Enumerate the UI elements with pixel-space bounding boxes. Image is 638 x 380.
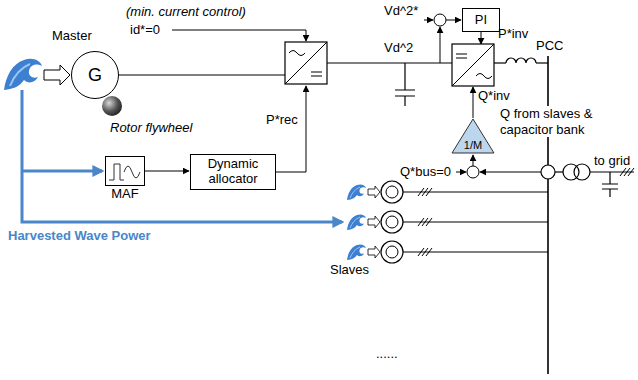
power-arrow xyxy=(368,246,380,258)
ac-mark xyxy=(476,74,492,79)
node-text: Dynamic allocator xyxy=(191,157,275,187)
unit-label: Master xyxy=(52,28,92,44)
node-text: G xyxy=(88,65,102,86)
summing-junction xyxy=(434,14,446,26)
filter-icon xyxy=(124,166,140,178)
rectifier-symbol xyxy=(285,42,327,84)
wave-icon xyxy=(347,214,366,230)
signal-label: Q*inv xyxy=(478,88,510,104)
generator-symbol xyxy=(386,216,398,228)
current-sensor xyxy=(541,165,555,179)
wire xyxy=(555,171,563,172)
filter-icon xyxy=(109,164,124,180)
node-text: PI xyxy=(475,13,487,28)
generator-symbol xyxy=(381,211,403,233)
capacitor-symbol xyxy=(395,63,415,106)
generator-circle: G xyxy=(71,51,119,99)
dc-link xyxy=(327,62,452,63)
transformer-symbol xyxy=(574,164,590,180)
gain-triangle-shape xyxy=(452,119,494,153)
wave-power-line xyxy=(22,170,102,173)
wire xyxy=(119,74,285,75)
generator-symbol xyxy=(381,241,403,263)
flywheel-symbol xyxy=(102,96,122,116)
wire xyxy=(446,20,461,21)
three-phase-mark xyxy=(418,218,432,226)
signal-arrow xyxy=(145,171,189,172)
wire xyxy=(440,27,441,63)
continuation-mark: ...... xyxy=(376,346,398,362)
power-arrow xyxy=(368,216,380,228)
wire xyxy=(473,155,474,166)
pcc-bus xyxy=(547,56,549,374)
signal-label: P*inv xyxy=(498,26,528,42)
process-box: Dynamic allocator xyxy=(190,154,276,190)
wire xyxy=(480,172,541,173)
power-arrow xyxy=(44,65,70,85)
filter-box: MAF xyxy=(105,156,145,186)
wire xyxy=(456,172,466,173)
signal-label: Vd^2 xyxy=(384,40,413,56)
wire xyxy=(481,32,482,44)
node-text: 1/M xyxy=(464,139,482,152)
generator-symbol xyxy=(381,181,403,203)
wave-icon xyxy=(347,244,366,260)
rectifier-symbol xyxy=(285,42,327,84)
slave-unit xyxy=(347,181,548,203)
gain-triangle: 1/M xyxy=(451,118,495,154)
dc-mark xyxy=(311,72,322,76)
ac-mark xyxy=(289,51,305,56)
capacitor-symbol xyxy=(602,172,618,197)
inverter-symbol xyxy=(452,44,494,86)
node-label: to grid xyxy=(594,153,630,169)
controller-box: PI xyxy=(462,8,500,32)
slave-unit xyxy=(347,211,548,233)
three-phase-mark xyxy=(418,248,432,256)
wave-icon xyxy=(4,59,42,90)
wire xyxy=(536,62,548,63)
signal-label: P*rec xyxy=(266,112,298,128)
signal-label: id*=0 xyxy=(130,22,160,38)
signal-label: Q*bus=0 xyxy=(400,164,451,180)
note-label: (min. current control) xyxy=(126,4,246,20)
slave-unit xyxy=(347,241,548,263)
generator-symbol xyxy=(386,246,398,258)
three-phase-mark xyxy=(418,188,432,196)
group-label: Slaves xyxy=(330,262,369,278)
flow-label: Harvested Wave Power xyxy=(8,228,151,244)
power-arrow xyxy=(368,186,380,198)
node-label: PCC xyxy=(536,38,563,54)
part-label: Rotor flywheel xyxy=(110,120,192,136)
wave-icon xyxy=(347,184,366,200)
wave-power-line xyxy=(22,90,342,222)
inductor-symbol xyxy=(506,58,536,63)
generator-symbol xyxy=(386,186,398,198)
wire xyxy=(172,30,306,41)
signal-label: Q from slaves & capacitor bank xyxy=(500,106,618,137)
three-phase-mark xyxy=(620,168,634,176)
wire xyxy=(424,20,433,21)
wire xyxy=(473,87,474,118)
node-text: MAF xyxy=(111,187,138,202)
dc-mark xyxy=(456,54,467,58)
inverter-symbol xyxy=(452,44,494,86)
summing-junction xyxy=(467,166,479,178)
wire xyxy=(494,62,506,63)
signal-label: Vd^2* xyxy=(384,3,418,19)
